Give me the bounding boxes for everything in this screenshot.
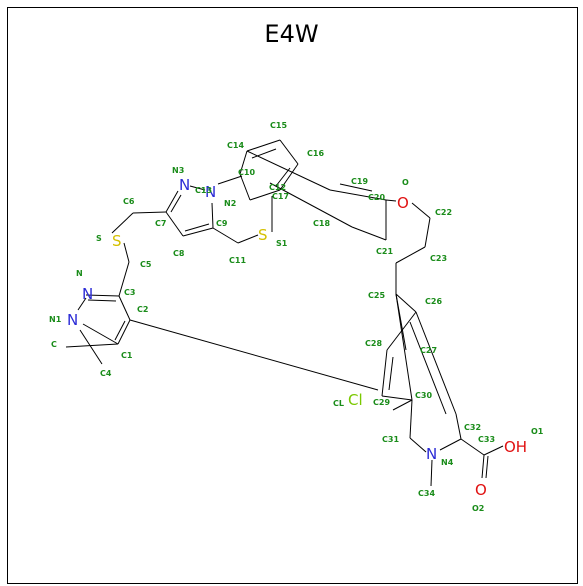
atom-n-ring: N (67, 311, 78, 329)
label-c29: C29 (373, 398, 390, 407)
label-c33: C33 (478, 435, 495, 444)
atom-o-carbonyl: O (475, 481, 487, 499)
atom-s-mid: S (258, 226, 268, 244)
atom-o-acid: OH (504, 438, 527, 456)
label-c20: C20 (368, 193, 385, 202)
label-c26: C26 (425, 297, 442, 306)
label-cl: CL (333, 399, 344, 408)
label-c22: C22 (435, 208, 452, 217)
label-c30: C30 (415, 391, 432, 400)
label-c4: C4 (100, 369, 112, 378)
label-n: N (76, 269, 83, 278)
bond-lines (65, 139, 504, 487)
label-c32: C32 (464, 423, 481, 432)
label-c28: C28 (365, 339, 382, 348)
atom-cl: Cl (348, 391, 363, 409)
label-c1: C1 (121, 351, 133, 360)
label-c21: C21 (376, 247, 393, 256)
label-c14: C14 (227, 141, 244, 150)
label-c27: C27 (420, 346, 437, 355)
label-c12: C12 (269, 183, 286, 192)
label-c11: C11 (229, 256, 246, 265)
label-c2: C2 (137, 305, 148, 314)
atom-o-ether: O (397, 194, 409, 212)
label-o2: O2 (472, 504, 484, 513)
atom-s-left: S (112, 232, 122, 250)
molecule-title: E4W (264, 20, 319, 48)
label-c: C (51, 340, 57, 349)
label-n1: N1 (49, 315, 62, 324)
label-c23: C23 (430, 254, 447, 263)
label-n4: N4 (441, 458, 454, 467)
label-c15: C15 (270, 121, 287, 130)
atom-n-left: N (82, 285, 93, 303)
label-c13: C13 (195, 186, 212, 195)
label-c10: C10 (238, 168, 255, 177)
label-c8: C8 (173, 249, 185, 258)
label-o1: O1 (531, 427, 544, 436)
element-symbols: N N N N N S S O OH O Cl (67, 176, 527, 499)
label-c9: C9 (216, 219, 228, 228)
label-c16: C16 (307, 149, 324, 158)
atom-labels: N3 N2 C13 C10 C7 C9 C8 C14 C15 C16 C19 C… (49, 121, 544, 513)
label-c31: C31 (382, 435, 399, 444)
atom-n-top: N (179, 176, 190, 194)
label-c25: C25 (368, 291, 385, 300)
label-n3: N3 (172, 166, 184, 175)
label-n2: N2 (224, 199, 236, 208)
label-c34: C34 (418, 489, 435, 498)
label-c17: C17 (272, 192, 289, 201)
atom-n-bottom: N (426, 445, 437, 463)
label-c5: C5 (140, 260, 152, 269)
label-c19: C19 (351, 177, 368, 186)
label-s1: S1 (276, 239, 288, 248)
label-c18: C18 (313, 219, 330, 228)
label-o: O (402, 178, 409, 187)
label-c7: C7 (155, 219, 166, 228)
label-s: S (96, 234, 102, 243)
atom-n-mid: N (205, 183, 216, 201)
label-c6: C6 (123, 197, 135, 206)
label-c3: C3 (124, 288, 135, 297)
